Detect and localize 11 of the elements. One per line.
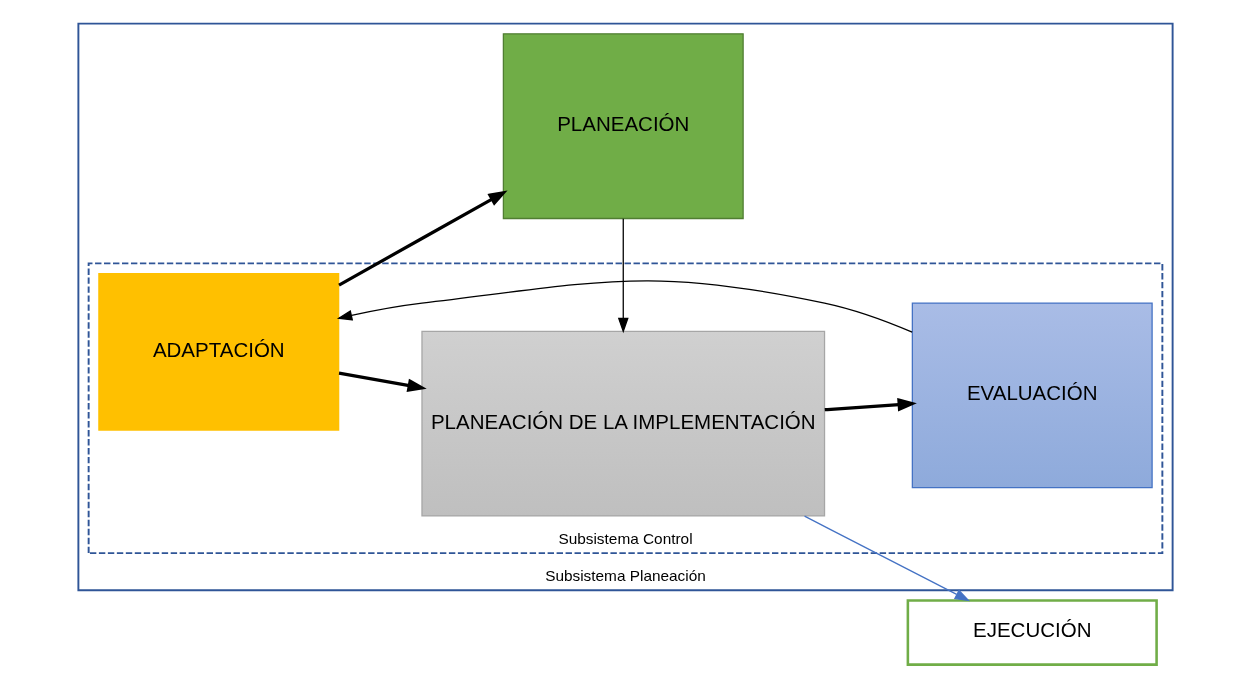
arrow xyxy=(336,280,913,333)
node-box: EVALUACIÓN xyxy=(911,302,1153,489)
node-box: ADAPTACIÓN xyxy=(97,273,339,431)
node-box: PLANEACIÓN DE LA IMPLEMENTACIÓN xyxy=(420,330,825,517)
arrow xyxy=(337,190,508,287)
node-box: EJECUCIÓN xyxy=(906,599,1158,666)
arrow xyxy=(338,371,427,392)
node-box: PLANEACIÓN xyxy=(502,33,744,220)
arrow xyxy=(824,397,917,412)
arrow xyxy=(617,218,629,334)
arrow xyxy=(803,515,970,602)
